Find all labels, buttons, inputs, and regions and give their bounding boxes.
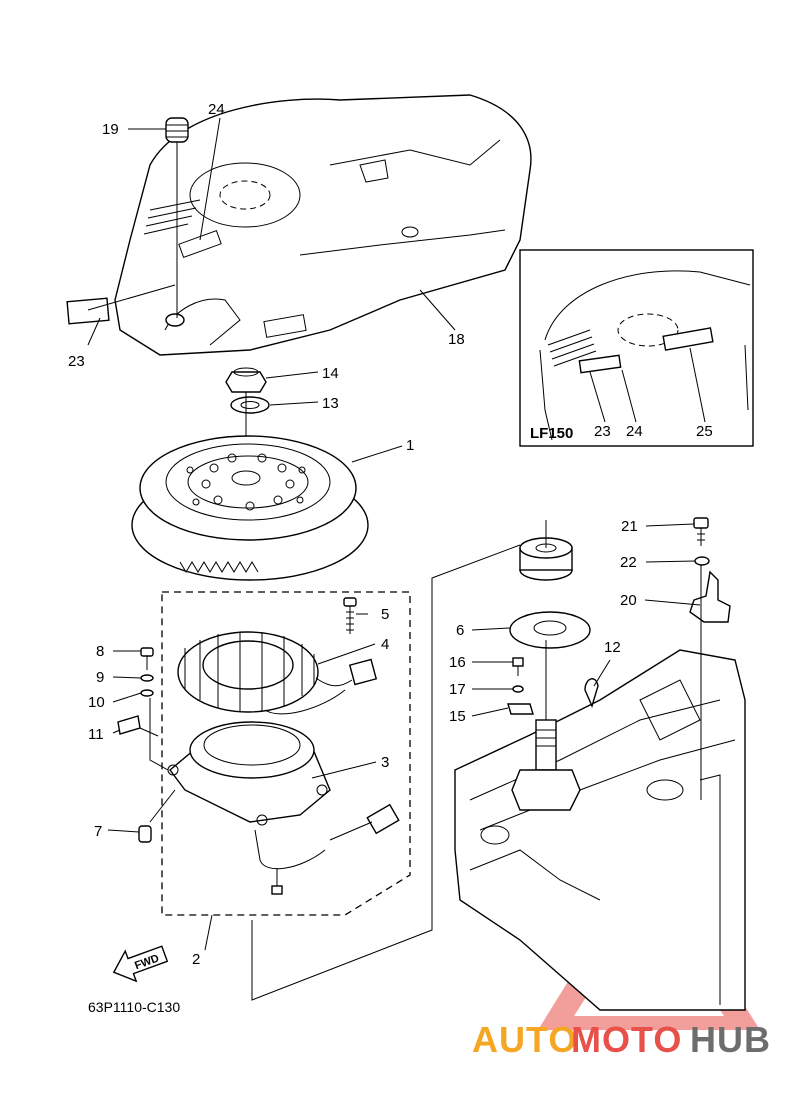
screw-16 [512,657,524,676]
washer-10 [140,689,154,697]
callout-23: 23 [68,353,85,370]
callout-18: 18 [448,331,465,348]
stator-assembly-outline [161,591,411,916]
callout-11: 11 [88,726,104,743]
inset-callout-25: 25 [696,423,713,440]
inset-model-label: LF150 [530,425,573,442]
washer-9 [140,674,154,682]
collar-7 [138,825,152,843]
crankshaft [511,719,581,811]
callout-6: 6 [456,622,464,639]
svg-text:MOTO: MOTO [571,1019,682,1060]
flywheel-cover [114,94,532,356]
callout-16: 16 [449,654,466,671]
bolt-8 [140,647,154,670]
stator-base-3 [167,721,400,870]
stator-coil-4 [177,631,378,715]
callout-9: 9 [96,669,104,686]
diagram-code: 63P1110-C130 [88,999,180,1015]
engine-block [454,649,746,1011]
fwd-arrow: FWD [112,945,169,983]
inset-callout-23: 23 [594,423,611,440]
flywheel-nut-14 [225,367,267,393]
callout-5: 5 [381,606,389,623]
callout-12: 12 [604,639,621,656]
flywheel-1 [131,435,369,581]
washer-22 [694,556,710,566]
clip-15 [507,703,534,715]
callout-7: 7 [94,823,102,840]
bolt-5 [343,597,357,634]
callout-22: 22 [620,554,637,571]
lf150-inset [519,249,754,447]
washer-17 [512,685,524,693]
holder-20 [689,570,731,623]
callout-21: 21 [621,518,638,535]
svg-text:AUTO: AUTO [472,1019,577,1060]
callout-4: 4 [381,636,389,653]
callout-20: 20 [620,592,637,609]
bracket-11 [117,715,159,737]
callout-8: 8 [96,643,104,660]
callout-10: 10 [88,694,105,711]
plate-6 [509,611,591,649]
callout-24: 24 [208,101,225,118]
bolt-21 [693,517,709,546]
callout-3: 3 [381,754,389,771]
callout-13: 13 [322,395,339,412]
inset-callout-24: 24 [626,423,643,440]
callout-15: 15 [449,708,466,725]
callout-2: 2 [192,951,200,968]
grommet-19 [165,117,189,318]
callout-17: 17 [449,681,466,698]
callout-14: 14 [322,365,339,382]
label-23 [66,297,110,325]
screw-base [271,868,283,895]
callout-1: 1 [406,437,414,454]
svg-text:HUB: HUB [690,1019,771,1060]
watermark-logo: AUTO MOTO HUB [472,1019,771,1060]
callout-19: 19 [102,121,119,138]
leader-lines [87,117,701,951]
callout-numbers: 19 24 23 18 14 13 1 5 4 3 8 9 10 11 7 2 … [68,101,713,968]
washer-13 [230,396,270,414]
